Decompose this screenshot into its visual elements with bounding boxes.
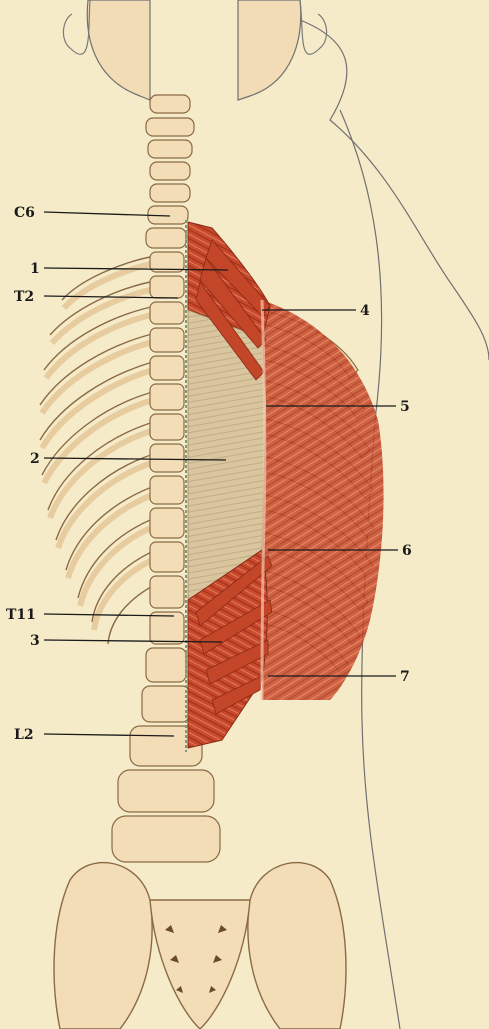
label-4: 4 [360, 303, 370, 319]
label-l2: L2 [14, 727, 34, 743]
label-5: 5 [400, 399, 410, 415]
label-t2: T2 [14, 289, 34, 305]
ribs-left [40, 255, 160, 644]
label-c6: C6 [14, 205, 35, 221]
label-1: 1 [30, 261, 40, 277]
label-t11: T11 [6, 607, 36, 623]
ribs-left-inner [42, 262, 160, 630]
label-2: 2 [30, 451, 40, 467]
intercostal-muscles [262, 300, 384, 700]
pelvis [54, 863, 346, 1029]
label-7: 7 [400, 669, 410, 685]
label-6: 6 [402, 543, 412, 559]
label-3: 3 [30, 633, 40, 649]
